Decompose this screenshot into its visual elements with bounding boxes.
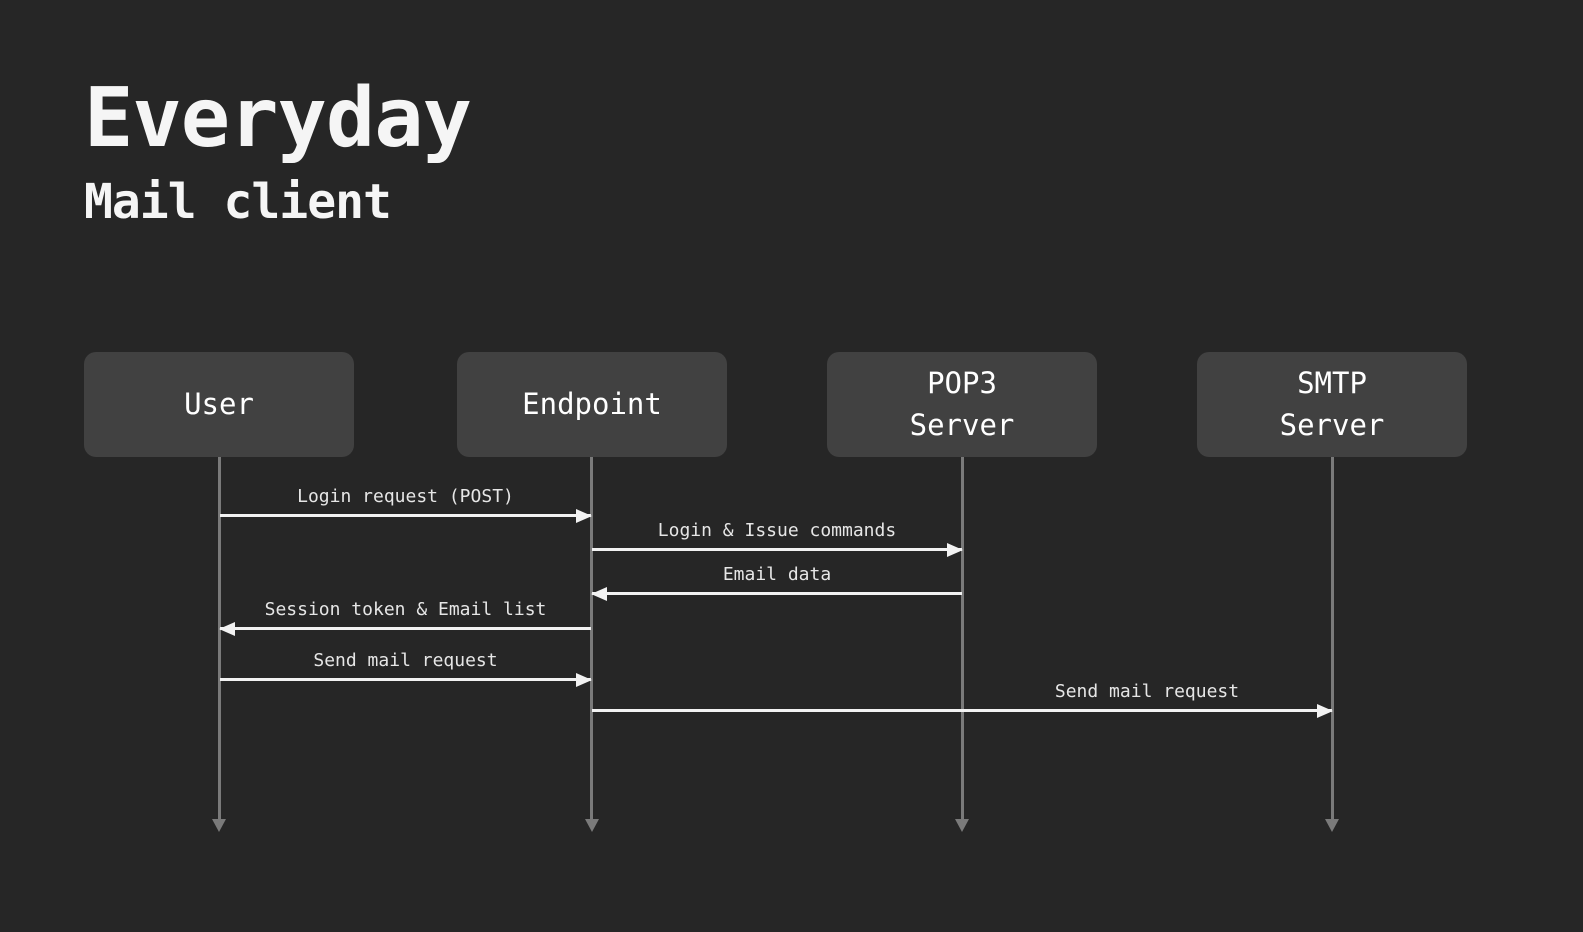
arrow-line: [220, 509, 592, 523]
lifeline-endpoint-with-down-arrow-icon: [590, 457, 593, 819]
arrow-line: [591, 587, 962, 601]
actor-box-smtp-server: SMTP Server: [1197, 352, 1467, 457]
message-login-issue-commands: Login & Issue commands: [592, 520, 963, 557]
message-send-mail-request-smtp: Send mail request: [592, 681, 1333, 718]
arrow-right-icon: [576, 673, 592, 687]
message-label: Login request (POST): [297, 486, 514, 507]
message-login-request: Login request (POST): [220, 486, 592, 523]
message-label: Login & Issue commands: [657, 520, 897, 541]
actor-label-endpoint: Endpoint: [522, 386, 662, 421]
page-subtitle: Mail client: [84, 174, 392, 230]
message-send-mail-request-user: Send mail request: [220, 650, 592, 687]
arrow-line: [220, 673, 592, 687]
message-label: Email data: [722, 564, 832, 585]
actor-box-endpoint: Endpoint: [457, 352, 727, 457]
message-label: Send mail request: [1054, 681, 1240, 702]
arrow-right-icon: [576, 509, 592, 523]
message-session-token-email-list: Session token & Email list: [219, 599, 591, 636]
lifeline-smtp-server-with-down-arrow-icon: [1330, 457, 1334, 819]
message-label: Send mail request: [313, 650, 498, 671]
actor-box-user: User: [84, 352, 354, 457]
actor-label-pop3-server: POP3 Server: [909, 366, 1015, 442]
message-email-data: Email data: [591, 564, 962, 601]
arrow-left-icon: [591, 587, 607, 601]
actor-label-smtp-server: SMTP Server: [1279, 366, 1385, 442]
arrow-right-icon: [1317, 704, 1333, 718]
diagram-header: Everyday Mail client: [84, 71, 472, 230]
arrow-right-icon: [947, 543, 963, 557]
lifeline-user-with-down-arrow-icon: [217, 457, 221, 819]
arrow-line: [592, 704, 1333, 718]
message-label: Session token & Email list: [264, 599, 547, 620]
actor-label-user: User: [184, 386, 254, 421]
arrow-left-icon: [219, 622, 235, 636]
actor-box-pop3-server: POP3 Server: [827, 352, 1097, 457]
arrow-line: [219, 622, 591, 636]
lifeline-pop3-server-with-down-arrow-icon: [960, 457, 964, 819]
arrow-line: [592, 543, 963, 557]
page-title: Everyday: [84, 71, 472, 166]
